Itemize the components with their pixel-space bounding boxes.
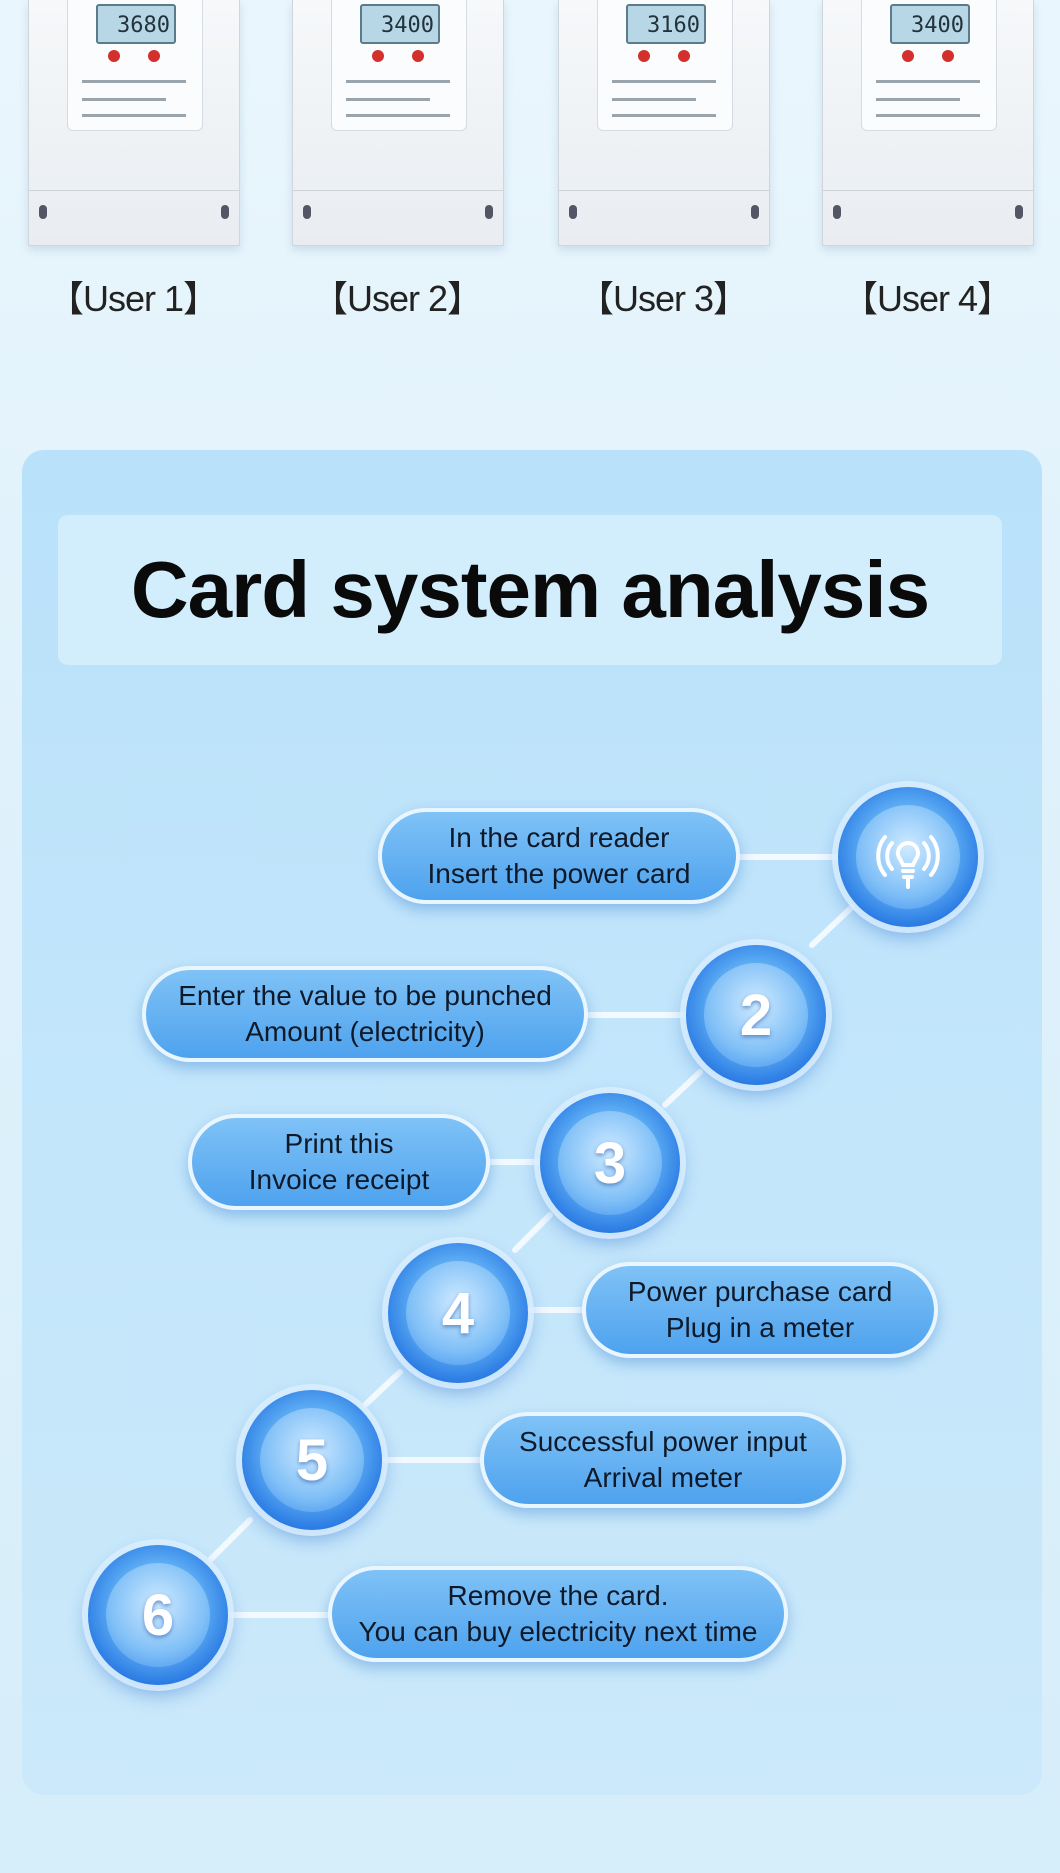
step-1-pill: In the card reader Insert the power card: [378, 808, 740, 904]
indicator-led-icon: [148, 50, 160, 62]
step-5-pill: Successful power input Arrival meter: [480, 1412, 846, 1508]
step-3-number: 3: [558, 1111, 662, 1215]
screw-icon: [833, 205, 841, 219]
label-line: [82, 80, 186, 83]
user-label-3: 【User 3】: [577, 278, 749, 319]
step-2-pill: Enter the value to be punched Amount (el…: [142, 966, 588, 1062]
meter-seam: [29, 190, 239, 191]
meter-display: 3400: [890, 4, 970, 44]
label-line: [346, 114, 450, 117]
page-title: Card system analysis: [130, 545, 930, 634]
label-line: [346, 80, 450, 83]
step-1-inner: [856, 805, 960, 909]
step-4-circle: 4: [388, 1243, 528, 1383]
step-1-line2: Insert the power card: [427, 858, 691, 889]
meter-user-1: 3680: [28, 0, 240, 246]
step-5-number: 5: [260, 1408, 364, 1512]
step-2-line1: Enter the value to be punched: [178, 980, 552, 1011]
label-line: [612, 80, 716, 83]
label-line: [82, 114, 186, 117]
indicator-led-icon: [678, 50, 690, 62]
meter-display: 3400: [360, 4, 440, 44]
label-line: [612, 114, 716, 117]
meter-user-2: 3400: [292, 0, 504, 246]
meter-user-4: 3400: [822, 0, 1034, 246]
label-line: [876, 98, 960, 101]
meter-user-3: 3160: [558, 0, 770, 246]
step-6-line1: Remove the card.: [447, 1580, 669, 1611]
user-label-1: 【User 1】: [47, 278, 219, 319]
meter-display: 3680: [96, 4, 176, 44]
user-label-4: 【User 4】: [841, 278, 1013, 319]
meter-face: 3400: [861, 0, 997, 131]
label-line: [876, 114, 980, 117]
step-5-circle: 5: [242, 1390, 382, 1530]
screw-icon: [303, 205, 311, 219]
label-line: [612, 98, 696, 101]
label-line: [876, 80, 980, 83]
screw-icon: [221, 205, 229, 219]
step-6-line2: You can buy electricity next time: [358, 1616, 758, 1647]
screw-icon: [569, 205, 577, 219]
step-4-line2: Plug in a meter: [665, 1312, 855, 1343]
indicator-led-icon: [412, 50, 424, 62]
step-6-circle: 6: [88, 1545, 228, 1685]
meter-face: 3680: [67, 0, 203, 131]
step-6-pill: Remove the card. You can buy electricity…: [328, 1566, 788, 1662]
indicator-led-icon: [372, 50, 384, 62]
indicator-led-icon: [942, 50, 954, 62]
step-2-circle: 2: [686, 945, 826, 1085]
indicator-led-icon: [902, 50, 914, 62]
meter-face: 3400: [331, 0, 467, 131]
step-5-line1: Successful power input: [519, 1426, 807, 1457]
step-4-line1: Power purchase card: [627, 1276, 893, 1307]
step-4-number: 4: [406, 1261, 510, 1365]
step-1-circle: [838, 787, 978, 927]
step-6-number: 6: [106, 1563, 210, 1667]
step-5-line2: Arrival meter: [583, 1462, 743, 1493]
meter-face: 3160: [597, 0, 733, 131]
meter-seam: [559, 190, 769, 191]
indicator-led-icon: [638, 50, 650, 62]
step-3-circle: 3: [540, 1093, 680, 1233]
screw-icon: [751, 205, 759, 219]
label-line: [82, 98, 166, 101]
meter-display: 3160: [626, 4, 706, 44]
step-3-pill: Print this Invoice receipt: [188, 1114, 490, 1210]
step-4-pill: Power purchase card Plug in a meter: [582, 1262, 938, 1358]
title-box: [58, 515, 1002, 665]
step-2-line2: Amount (electricity): [245, 1016, 485, 1047]
meter-seam: [293, 190, 503, 191]
step-3-line1: Print this: [284, 1128, 394, 1159]
meter-seam: [823, 190, 1033, 191]
screw-icon: [1015, 205, 1023, 219]
step-1-line1: In the card reader: [448, 822, 670, 853]
bulb-signal-icon: [876, 835, 940, 889]
step-2-number: 2: [704, 963, 808, 1067]
screw-icon: [485, 205, 493, 219]
user-label-2: 【User 2】: [311, 278, 483, 319]
screw-icon: [39, 205, 47, 219]
label-line: [346, 98, 430, 101]
step-3-line2: Invoice receipt: [248, 1164, 430, 1195]
indicator-led-icon: [108, 50, 120, 62]
